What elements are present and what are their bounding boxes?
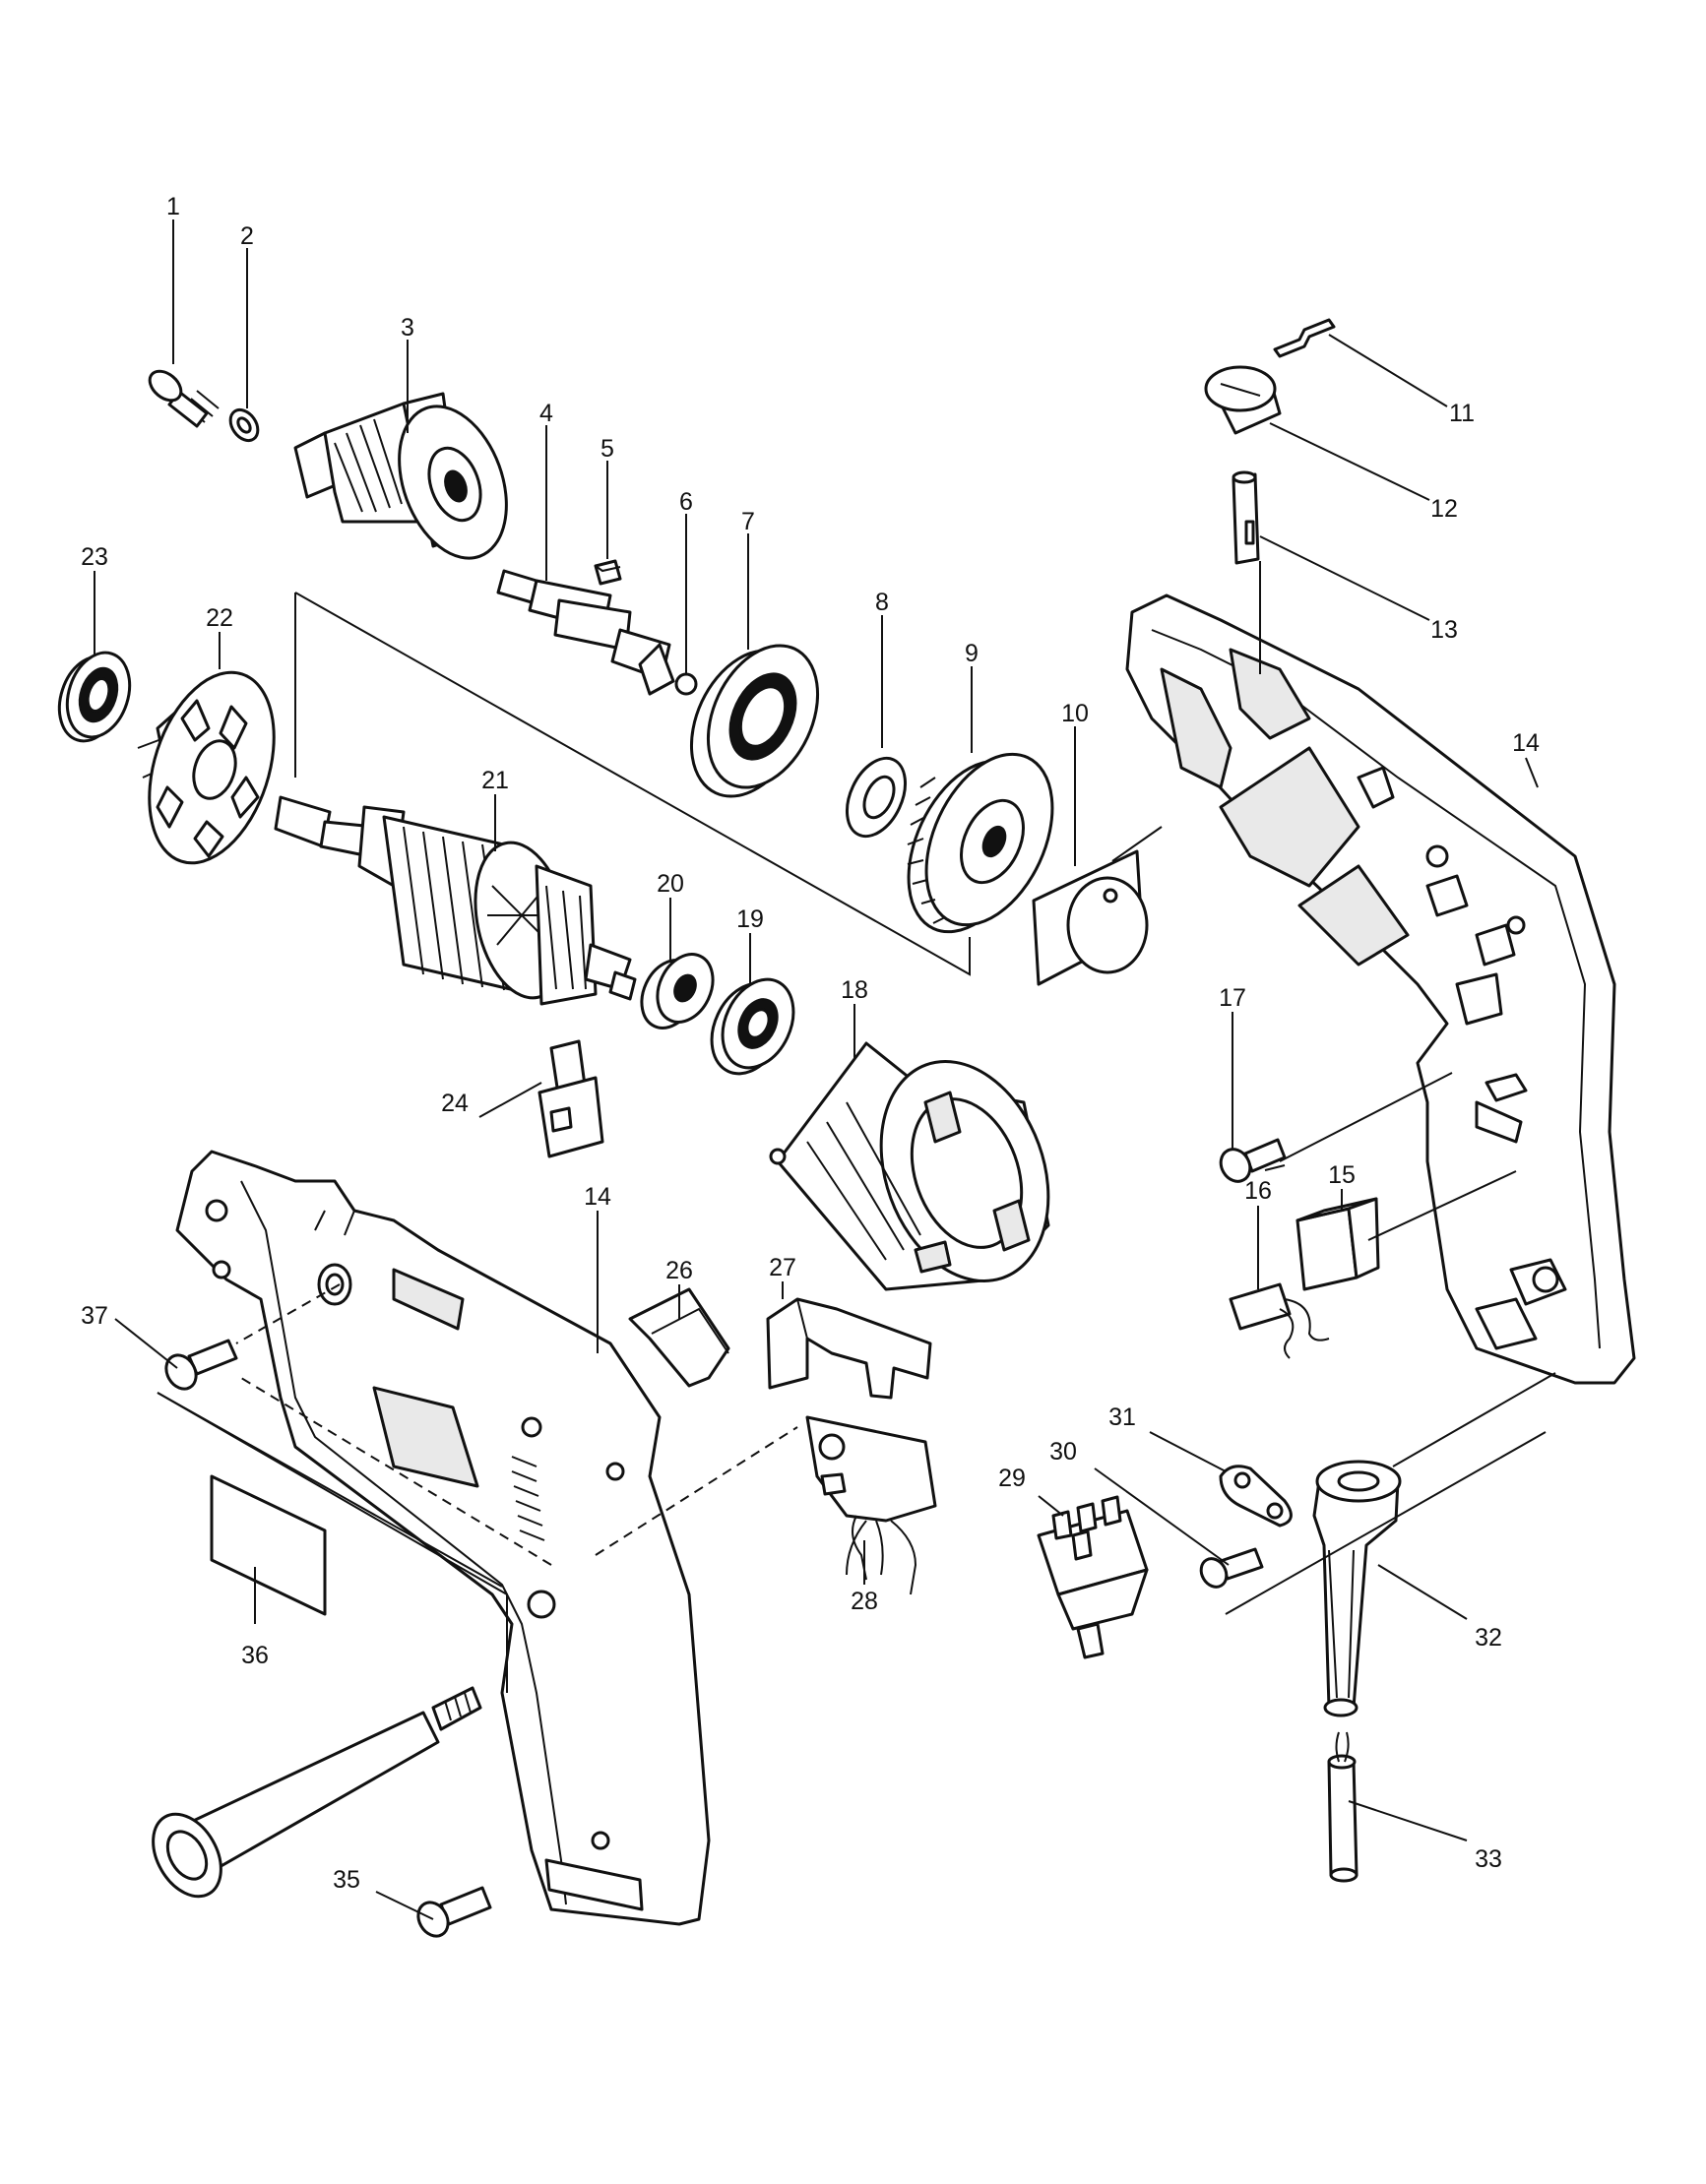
part-23-ball-bearing [57,651,132,743]
callout-11: 11 [1449,400,1475,427]
part-35-screw [416,1886,492,1938]
callout-36: 36 [241,1642,269,1669]
part-1-screw [148,369,220,428]
callout-9: 9 [965,640,979,667]
callout-5: 5 [600,435,614,463]
callout-17: 17 [1219,984,1246,1012]
leader-lines [94,219,1556,1920]
callout-21: 21 [481,767,509,794]
part-6-ball [674,672,698,696]
part-14-housing-left [175,1150,711,1926]
part-8-washer [845,756,908,839]
part-19-ball-bearing [710,977,795,1076]
part-16-brush-holder [1229,1282,1330,1359]
callout-12: 12 [1430,495,1458,523]
part-7-ball-bearing [689,644,820,798]
part-33-cord [1327,1731,1358,1883]
callout-23: 23 [81,543,108,571]
callout-30: 30 [1049,1438,1077,1466]
part-37-screw [164,1339,238,1391]
part-32-cord-guard [1312,1460,1402,1717]
part-18-field [769,1041,1050,1291]
part-12-change-lever [1204,365,1282,435]
part-9-helical-gear [907,752,1054,934]
callout-31: 31 [1108,1404,1136,1431]
callout-14-right: 14 [1512,729,1540,757]
part-20-sleeve [640,953,715,1030]
callout-28: 28 [851,1588,878,1615]
part-28-switch [805,1415,937,1595]
part-14-housing-right [1125,593,1636,1385]
callout-1: 1 [166,193,180,220]
callout-13: 13 [1430,616,1458,644]
callout-18: 18 [841,976,868,1004]
side-handle [152,1686,482,1899]
part-10-plate [1032,849,1149,986]
part-3-drill-chuck [293,392,508,560]
part-31-cord-clamp [1219,1465,1293,1528]
part-15-carbon-brush [1295,1197,1380,1291]
callout-37: 37 [81,1302,108,1330]
callout-35: 35 [333,1866,360,1894]
callout-27: 27 [769,1254,796,1281]
part-5-key [594,559,622,586]
part-2-washer [228,407,260,443]
part-21-armature [274,795,637,1006]
part-36-label [210,1474,327,1616]
part-4-spindle [496,569,675,696]
callout-6: 6 [679,488,693,516]
callout-4: 4 [539,400,553,427]
callout-7: 7 [741,508,755,535]
callout-labels: 1 2 3 4 5 6 7 8 9 10 11 12 13 14 14 15 1… [81,193,1540,1894]
callout-32: 32 [1475,1624,1502,1652]
part-29-switch [1037,1495,1149,1659]
part-24-terminal [537,1039,604,1158]
callout-19: 19 [736,905,764,933]
part-27-cover [766,1297,932,1400]
callout-29: 29 [998,1465,1026,1492]
part-11-spring [1273,318,1336,358]
callout-15: 15 [1328,1161,1356,1189]
part-13-pin [1232,470,1260,565]
callout-26: 26 [665,1257,693,1284]
callout-8: 8 [875,589,889,616]
part-17-screw [1219,1138,1287,1183]
part-22-fan [137,670,276,865]
callout-16: 16 [1244,1177,1272,1205]
callout-24: 24 [441,1090,469,1117]
callout-3: 3 [401,314,414,342]
callout-14-left: 14 [584,1183,611,1211]
callout-10: 10 [1061,700,1089,727]
part-26-strain-relief [628,1287,730,1388]
callout-20: 20 [657,870,684,898]
callout-22: 22 [206,604,233,632]
callout-33: 33 [1475,1845,1502,1873]
part-30-screw [1199,1547,1264,1589]
callout-2: 2 [240,222,254,250]
